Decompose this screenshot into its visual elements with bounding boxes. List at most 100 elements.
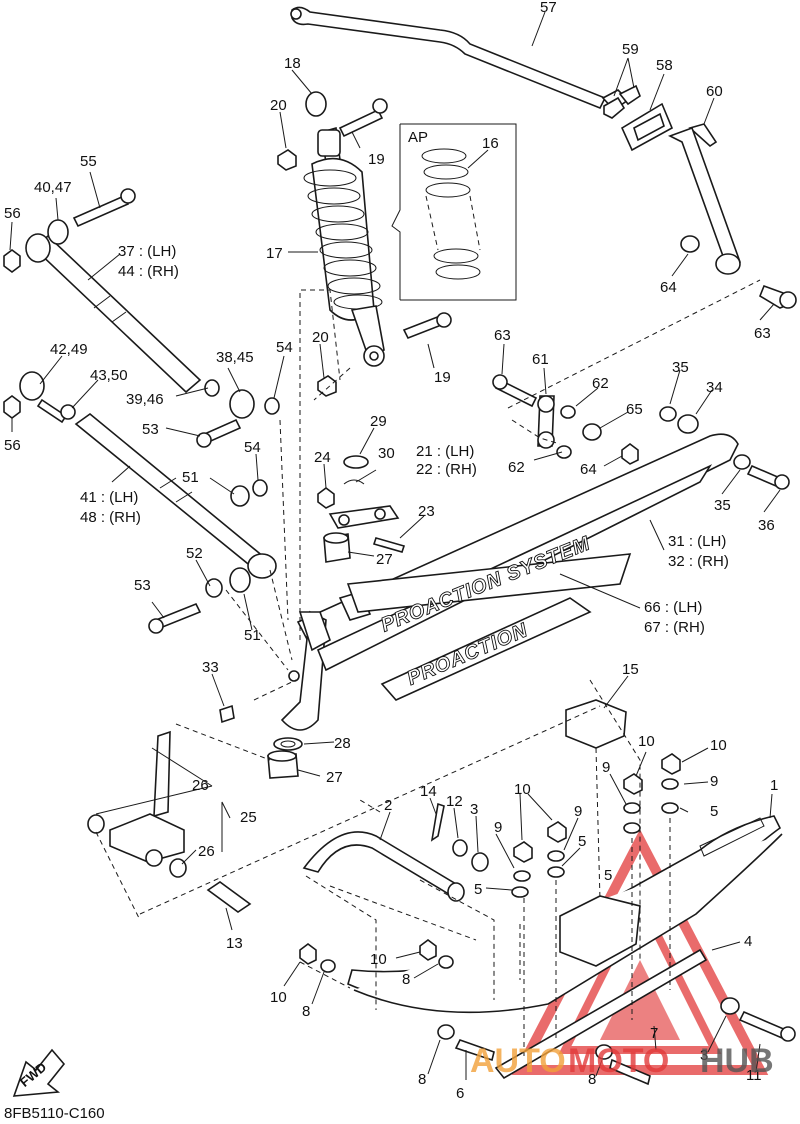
bolt-60: [688, 123, 718, 148]
bushing-18: [305, 91, 327, 117]
nut-20-top: [277, 149, 297, 171]
callout-35-bottom: 35: [714, 497, 731, 514]
callout-53-top: 53: [142, 421, 159, 438]
ap-spring-box: [391, 123, 517, 301]
callout-20-top: 20: [270, 97, 287, 114]
bolt-36: [746, 464, 790, 490]
bushing-40-47: [47, 219, 69, 245]
bushing-34: [677, 414, 699, 434]
callout-7: 7: [650, 1025, 658, 1042]
stabilizer-bar: [290, 6, 630, 112]
runner-4: [494, 948, 708, 1080]
callout-67-rh: 67 : (RH): [644, 619, 705, 636]
collar-35-bottom: [733, 454, 751, 470]
watermark-text: AUTO MOTO HUB: [470, 1042, 774, 1080]
decal-lower-text: PROACTION: [404, 619, 531, 690]
callout-13: 13: [226, 935, 243, 952]
collar-52: [205, 578, 223, 598]
bolt-43-50: [36, 398, 76, 424]
callout-26-top: 26: [192, 777, 209, 794]
callout-32-rh: 32 : (RH): [668, 553, 729, 570]
collar-39-46: [204, 379, 220, 397]
shock-absorber: [303, 126, 385, 367]
collar-65: [582, 423, 602, 441]
callout-10-a: 10: [638, 733, 655, 750]
callout-9-a: 9: [602, 759, 610, 776]
callout-44-rh: 44 : (RH): [118, 263, 179, 280]
callout-56-bottom: 56: [4, 437, 21, 454]
callout-18: 18: [284, 55, 301, 72]
diagram-code: 8FB5110-C160: [4, 1105, 105, 1122]
pin-14: [430, 802, 445, 842]
bushing-27-top: [323, 532, 351, 563]
callout-59: 59: [622, 41, 639, 58]
callout-3-bottom: 3: [700, 1047, 708, 1064]
callout-21-lh: 21 : (LH): [416, 443, 474, 460]
callout-5-a: 5: [710, 803, 718, 820]
callout-27-top: 27: [376, 551, 393, 568]
callout-55: 55: [80, 153, 97, 170]
callout-8-a: 8: [402, 971, 410, 988]
watermark-moto: MOTO: [568, 1042, 669, 1080]
ski-front-hardware: [299, 939, 796, 1086]
callout-58: 58: [656, 57, 673, 74]
callout-42-49: 42,49: [50, 341, 88, 358]
nut-64-mid: [621, 443, 639, 465]
callout-60: 60: [706, 83, 723, 100]
bolt-63-top: [759, 284, 797, 309]
callout-64-top: 64: [660, 279, 677, 296]
bolt-53-top: [196, 418, 242, 448]
bushing-64-top: [680, 235, 700, 253]
bushing-42-49: [19, 371, 45, 401]
callout-63-top: 63: [754, 325, 771, 342]
callout-9-b: 9: [710, 773, 718, 790]
bolt-19-bottom: [402, 312, 452, 340]
watermark-auto: AUTO: [470, 1042, 566, 1080]
callout-54-top: 54: [276, 339, 293, 356]
callout-28: 28: [334, 735, 351, 752]
bushing-26-top: [87, 814, 105, 834]
callout-3-top: 3: [470, 801, 478, 818]
cap-29: [343, 455, 369, 469]
callout-17: 17: [266, 245, 283, 262]
callout-16: 16: [482, 135, 499, 152]
callout-labels: 57 59 58 60 18 20 19 AP 16 17 55 40,47 5…: [4, 0, 778, 1102]
front-upper-arm: [25, 233, 202, 394]
collar-54-mid: [252, 479, 268, 497]
callout-23: 23: [418, 503, 435, 520]
leader-lines: [9, 11, 781, 1080]
callout-19-bottom: 19: [434, 369, 451, 386]
washer-nut-stack: [511, 753, 681, 898]
nut-56-top: [3, 249, 21, 273]
callout-5-c: 5: [604, 867, 612, 884]
callout-27-bottom: 27: [326, 769, 343, 786]
bolt-19-top: [338, 98, 388, 138]
callout-62-top: 62: [592, 375, 609, 392]
nut-24: [317, 487, 335, 509]
stabilizer-arm-right: [667, 126, 741, 275]
callout-51-bottom: 51: [244, 627, 261, 644]
callout-39-46: 39,46: [126, 391, 164, 408]
callout-57: 57: [540, 0, 557, 16]
nut-20-bottom: [317, 375, 337, 397]
callout-64-mid: 64: [580, 461, 597, 478]
bushing-51-bottom: [229, 567, 251, 593]
ski-spindle: [109, 730, 185, 867]
callout-5-d: 5: [474, 881, 482, 898]
bushing-59: [603, 84, 641, 119]
collar-3-top: [471, 852, 489, 872]
bolt-23: [372, 537, 406, 553]
callout-6: 6: [456, 1085, 464, 1102]
callout-66-lh: 66 : (LH): [644, 599, 702, 616]
callout-33: 33: [202, 659, 219, 676]
callout-31-lh: 31 : (LH): [668, 533, 726, 550]
bracket-58: [620, 102, 674, 152]
bolt-55: [72, 188, 136, 228]
callout-36: 36: [758, 517, 775, 534]
callout-41-lh: 41 : (LH): [80, 489, 138, 506]
callout-20-bottom: 20: [312, 329, 329, 346]
callout-37-lh: 37 : (LH): [118, 243, 176, 260]
callout-22-rh: 22 : (RH): [416, 461, 477, 478]
callout-43-50: 43,50: [90, 367, 128, 384]
